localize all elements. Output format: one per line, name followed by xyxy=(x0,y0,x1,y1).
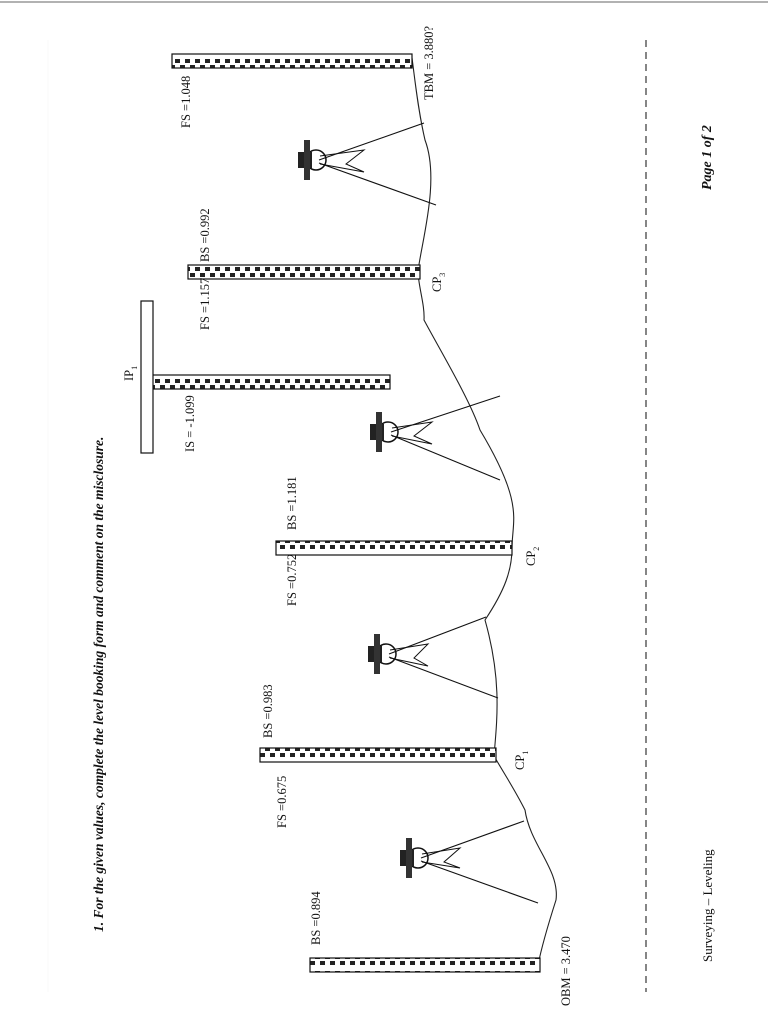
stave-obm xyxy=(309,957,541,973)
footer-course: Surveying – Leveling xyxy=(700,849,715,962)
reading-fs1: FS =0.675 xyxy=(275,776,289,828)
label-cp3: CP3 xyxy=(430,273,447,292)
footer-page-number: Page 1 of 2 xyxy=(700,125,715,190)
reading-fs4: FS =1.048 xyxy=(179,76,193,128)
reading-bs4: BS =0.992 xyxy=(198,208,212,262)
question-title: 1. For the given values, complete the le… xyxy=(91,437,106,932)
instrument-setup-4 xyxy=(298,122,437,206)
reading-fs2: FS =0.752 xyxy=(285,554,299,606)
stave-cp2 xyxy=(275,540,513,556)
stave-cp1 xyxy=(259,747,497,763)
label-cp1: CP1 xyxy=(513,751,530,770)
reading-is1: IS = -1.099 xyxy=(183,395,197,452)
instrument-setup-1 xyxy=(400,820,539,904)
reading-bs3: BS =1.181 xyxy=(285,476,299,530)
reading-bs1: BS =0.894 xyxy=(309,891,323,945)
label-cp2: CP2 xyxy=(524,547,541,566)
label-ip1: IP1 xyxy=(122,366,139,381)
ceiling-beam xyxy=(140,300,154,454)
reading-fs3: FS =1.157 xyxy=(198,278,212,330)
label-tbm: TBM = 3.880? xyxy=(422,25,436,100)
instrument-setup-2 xyxy=(368,616,499,699)
stave-cp3 xyxy=(187,264,421,280)
stave-tbm xyxy=(171,53,413,69)
ground-profile xyxy=(411,57,557,966)
stave-ip1 xyxy=(140,300,391,454)
label-obm: OBM = 3.470 xyxy=(559,936,573,1006)
reading-bs2: BS =0.983 xyxy=(261,684,275,738)
instrument-setup-3 xyxy=(370,395,501,481)
